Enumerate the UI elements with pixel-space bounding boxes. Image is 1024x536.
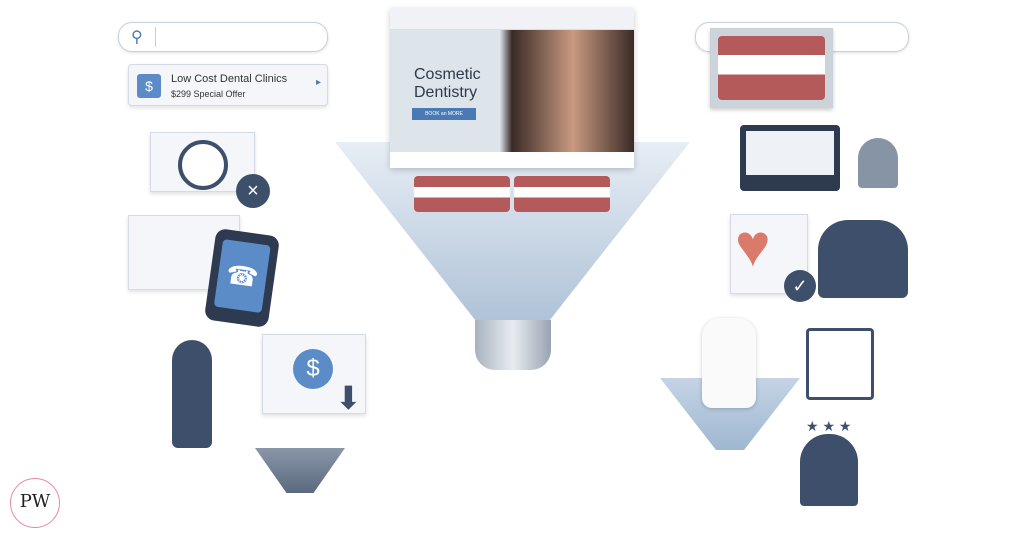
headline-1: Cosmetic [414, 66, 481, 83]
ad-title: Low Cost Dental Clinics [171, 73, 288, 85]
walking-person-icon [172, 340, 212, 448]
close-icon: × [236, 174, 270, 208]
customer-icon [800, 434, 858, 506]
practiwrite-logo: PW [10, 478, 60, 528]
stars-icon: ★ ★ ★ [806, 418, 852, 434]
smile-photo-right [514, 176, 610, 212]
laptop-icon [740, 125, 840, 191]
ad-card[interactable]: $ Low Cost Dental Clinics $299 Special O… [128, 64, 328, 106]
search-bar[interactable]: ⚲ [118, 22, 328, 52]
clipboard-icon [806, 328, 874, 400]
small-funnel-icon [255, 448, 345, 493]
search-icon: ⚲ [131, 29, 143, 46]
tooth-icon [702, 318, 756, 408]
ad-offer: $299 Special Offer [171, 89, 246, 99]
dollar-circle-icon: $ [293, 349, 333, 389]
headline-2: Dentistry [414, 84, 478, 101]
price-card: $ ⬇ [262, 334, 366, 416]
check-icon: ✓ [784, 270, 816, 302]
cta-button[interactable]: BOOK an MORE [412, 108, 476, 120]
funnel-spout [475, 320, 551, 370]
arrow-down-icon: ⬇ [335, 380, 362, 416]
heart-icon: ♥ [735, 212, 771, 279]
dollar-icon: $ [137, 74, 161, 98]
phone-icon: ☎ [203, 227, 281, 329]
chevron-right-icon: ▸ [315, 77, 321, 88]
smile-photo-left [414, 176, 510, 212]
stopwatch-icon [178, 140, 228, 190]
people-icon [818, 220, 908, 298]
website-mockup: Cosmetic Dentistry BOOK an MORE [390, 8, 634, 168]
smile-photo [710, 28, 833, 108]
person-chat-icon [858, 138, 898, 188]
